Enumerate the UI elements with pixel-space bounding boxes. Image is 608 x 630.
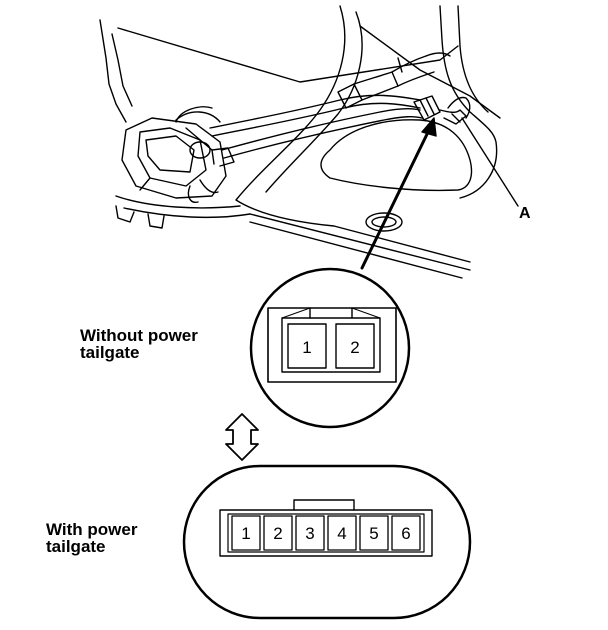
- connector-a: [413, 95, 471, 125]
- connector-with-power-tailgate: 1 2 3 4 5 6: [182, 464, 472, 620]
- pointer-arrow: [360, 117, 437, 270]
- pin-4: 4: [337, 524, 346, 543]
- label-without-power-tailgate: Without power tailgate: [80, 327, 198, 361]
- vehicle-body: [99, 5, 501, 279]
- pin-1: 1: [241, 524, 250, 543]
- label-line: With power: [46, 520, 138, 539]
- wire-harness: [175, 52, 451, 159]
- connector-without-power-tailgate: 1 2: [249, 267, 411, 429]
- pin-6: 6: [401, 524, 410, 543]
- label-with-power-tailgate: With power tailgate: [46, 521, 137, 555]
- latch-assembly: [121, 111, 235, 203]
- pin-2: 2: [350, 338, 359, 357]
- callout-a-leader: [461, 117, 519, 207]
- callout-label-a: A: [519, 205, 531, 222]
- pin-3: 3: [305, 524, 314, 543]
- label-line: tailgate: [46, 537, 106, 556]
- pin-1: 1: [302, 338, 311, 357]
- label-line: tailgate: [80, 343, 140, 362]
- pin-2: 2: [273, 524, 282, 543]
- pin-5: 5: [369, 524, 378, 543]
- double-arrow-icon: [225, 413, 259, 461]
- label-line: Without power: [80, 326, 198, 345]
